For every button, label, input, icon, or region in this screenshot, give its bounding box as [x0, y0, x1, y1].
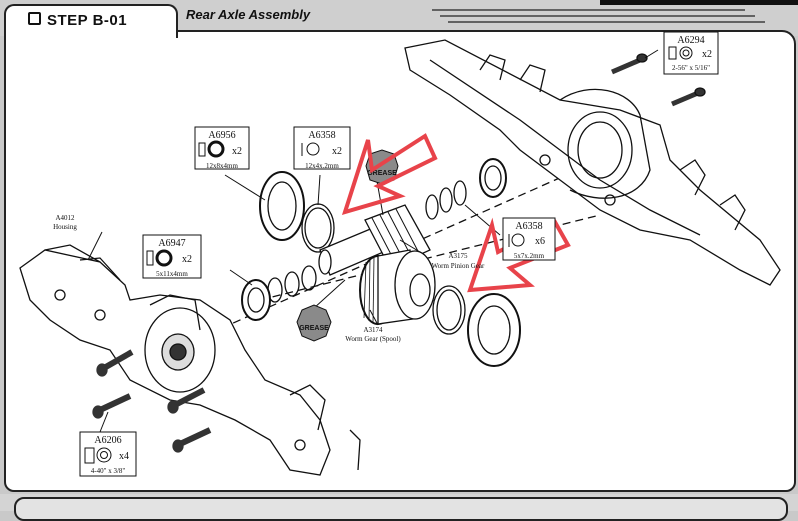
- grease-label: GREASE: [367, 170, 397, 177]
- step-tab: STEP B-01: [4, 4, 178, 38]
- svg-text:x2: x2: [332, 146, 342, 157]
- svg-text:x2: x2: [232, 146, 242, 157]
- screw-top-2: [671, 87, 706, 107]
- svg-text:12x4x.2mm: 12x4x.2mm: [305, 162, 339, 170]
- part-box-a6956: A6956 x2 12x8x4mm: [194, 126, 250, 170]
- checkbox-icon[interactable]: [28, 12, 41, 25]
- page-title: Rear Axle Assembly: [186, 7, 311, 22]
- screw-top-1: [611, 53, 648, 75]
- annotation-arrow-right: [467, 217, 571, 293]
- header-lines: [432, 9, 765, 23]
- screw-4: [172, 427, 212, 453]
- svg-text:A6956: A6956: [208, 130, 235, 141]
- pinion-code: A3175: [448, 252, 468, 260]
- screw-1: [96, 349, 134, 377]
- part-box-a6206: A6206 x4 4-40" x 3/8": [79, 431, 137, 477]
- svg-text:12x8x4mm: 12x8x4mm: [206, 162, 238, 170]
- pinion-name: Worm Pinion Gear: [432, 262, 485, 270]
- svg-text:2-56" x 5/16": 2-56" x 5/16": [672, 64, 710, 72]
- svg-text:A6947: A6947: [158, 238, 185, 249]
- svg-text:A6206: A6206: [94, 435, 121, 446]
- svg-text:x6: x6: [535, 236, 545, 247]
- worm-gear-spool: [359, 249, 436, 325]
- axle-housing-right: [404, 39, 781, 286]
- shim-a6358-top: [301, 203, 335, 253]
- part-box-a6947: A6947 x2 5x11x4mm: [142, 234, 202, 279]
- bearing-a6956: [259, 171, 305, 241]
- small-shims-top: [425, 158, 507, 220]
- svg-text:x2: x2: [182, 254, 192, 265]
- shim-a6358-right: [432, 285, 466, 335]
- part-box-a6358-top: A6358 x2 12x4x.2mm: [293, 126, 351, 170]
- top-black-bar: [600, 0, 798, 5]
- svg-text:5x11x4mm: 5x11x4mm: [156, 270, 188, 278]
- spool-code: A3174: [363, 326, 383, 334]
- grease-label: GREASE: [299, 325, 329, 332]
- part-box-a6358-right: A6358 x6 5x7x.2mm: [502, 217, 556, 261]
- svg-text:A6294: A6294: [677, 35, 704, 46]
- housing-code: A4012: [55, 214, 75, 222]
- small-shims-bottom: [241, 265, 317, 321]
- grease-sign-bottom: GREASE: [296, 304, 332, 342]
- svg-text:A6358: A6358: [308, 130, 335, 141]
- axle-housing-left: [19, 244, 361, 476]
- housing-name: Housing: [53, 223, 77, 231]
- annotation-arrow-top: [341, 133, 438, 215]
- step-label: STEP B-01: [47, 12, 128, 29]
- svg-text:x4: x4: [119, 451, 129, 462]
- screw-3: [167, 387, 206, 414]
- svg-text:A6358: A6358: [515, 221, 542, 232]
- spool-name: Worm Gear (Spool): [345, 335, 401, 343]
- svg-text:5x7x.2mm: 5x7x.2mm: [514, 252, 545, 260]
- screw-2: [92, 393, 132, 419]
- part-box-a6294: A6294 x2 2-56" x 5/16": [663, 31, 719, 75]
- svg-text:x2: x2: [702, 49, 712, 60]
- svg-text:4-40" x 3/8": 4-40" x 3/8": [91, 467, 126, 475]
- bearing-a6956-right: [467, 293, 521, 367]
